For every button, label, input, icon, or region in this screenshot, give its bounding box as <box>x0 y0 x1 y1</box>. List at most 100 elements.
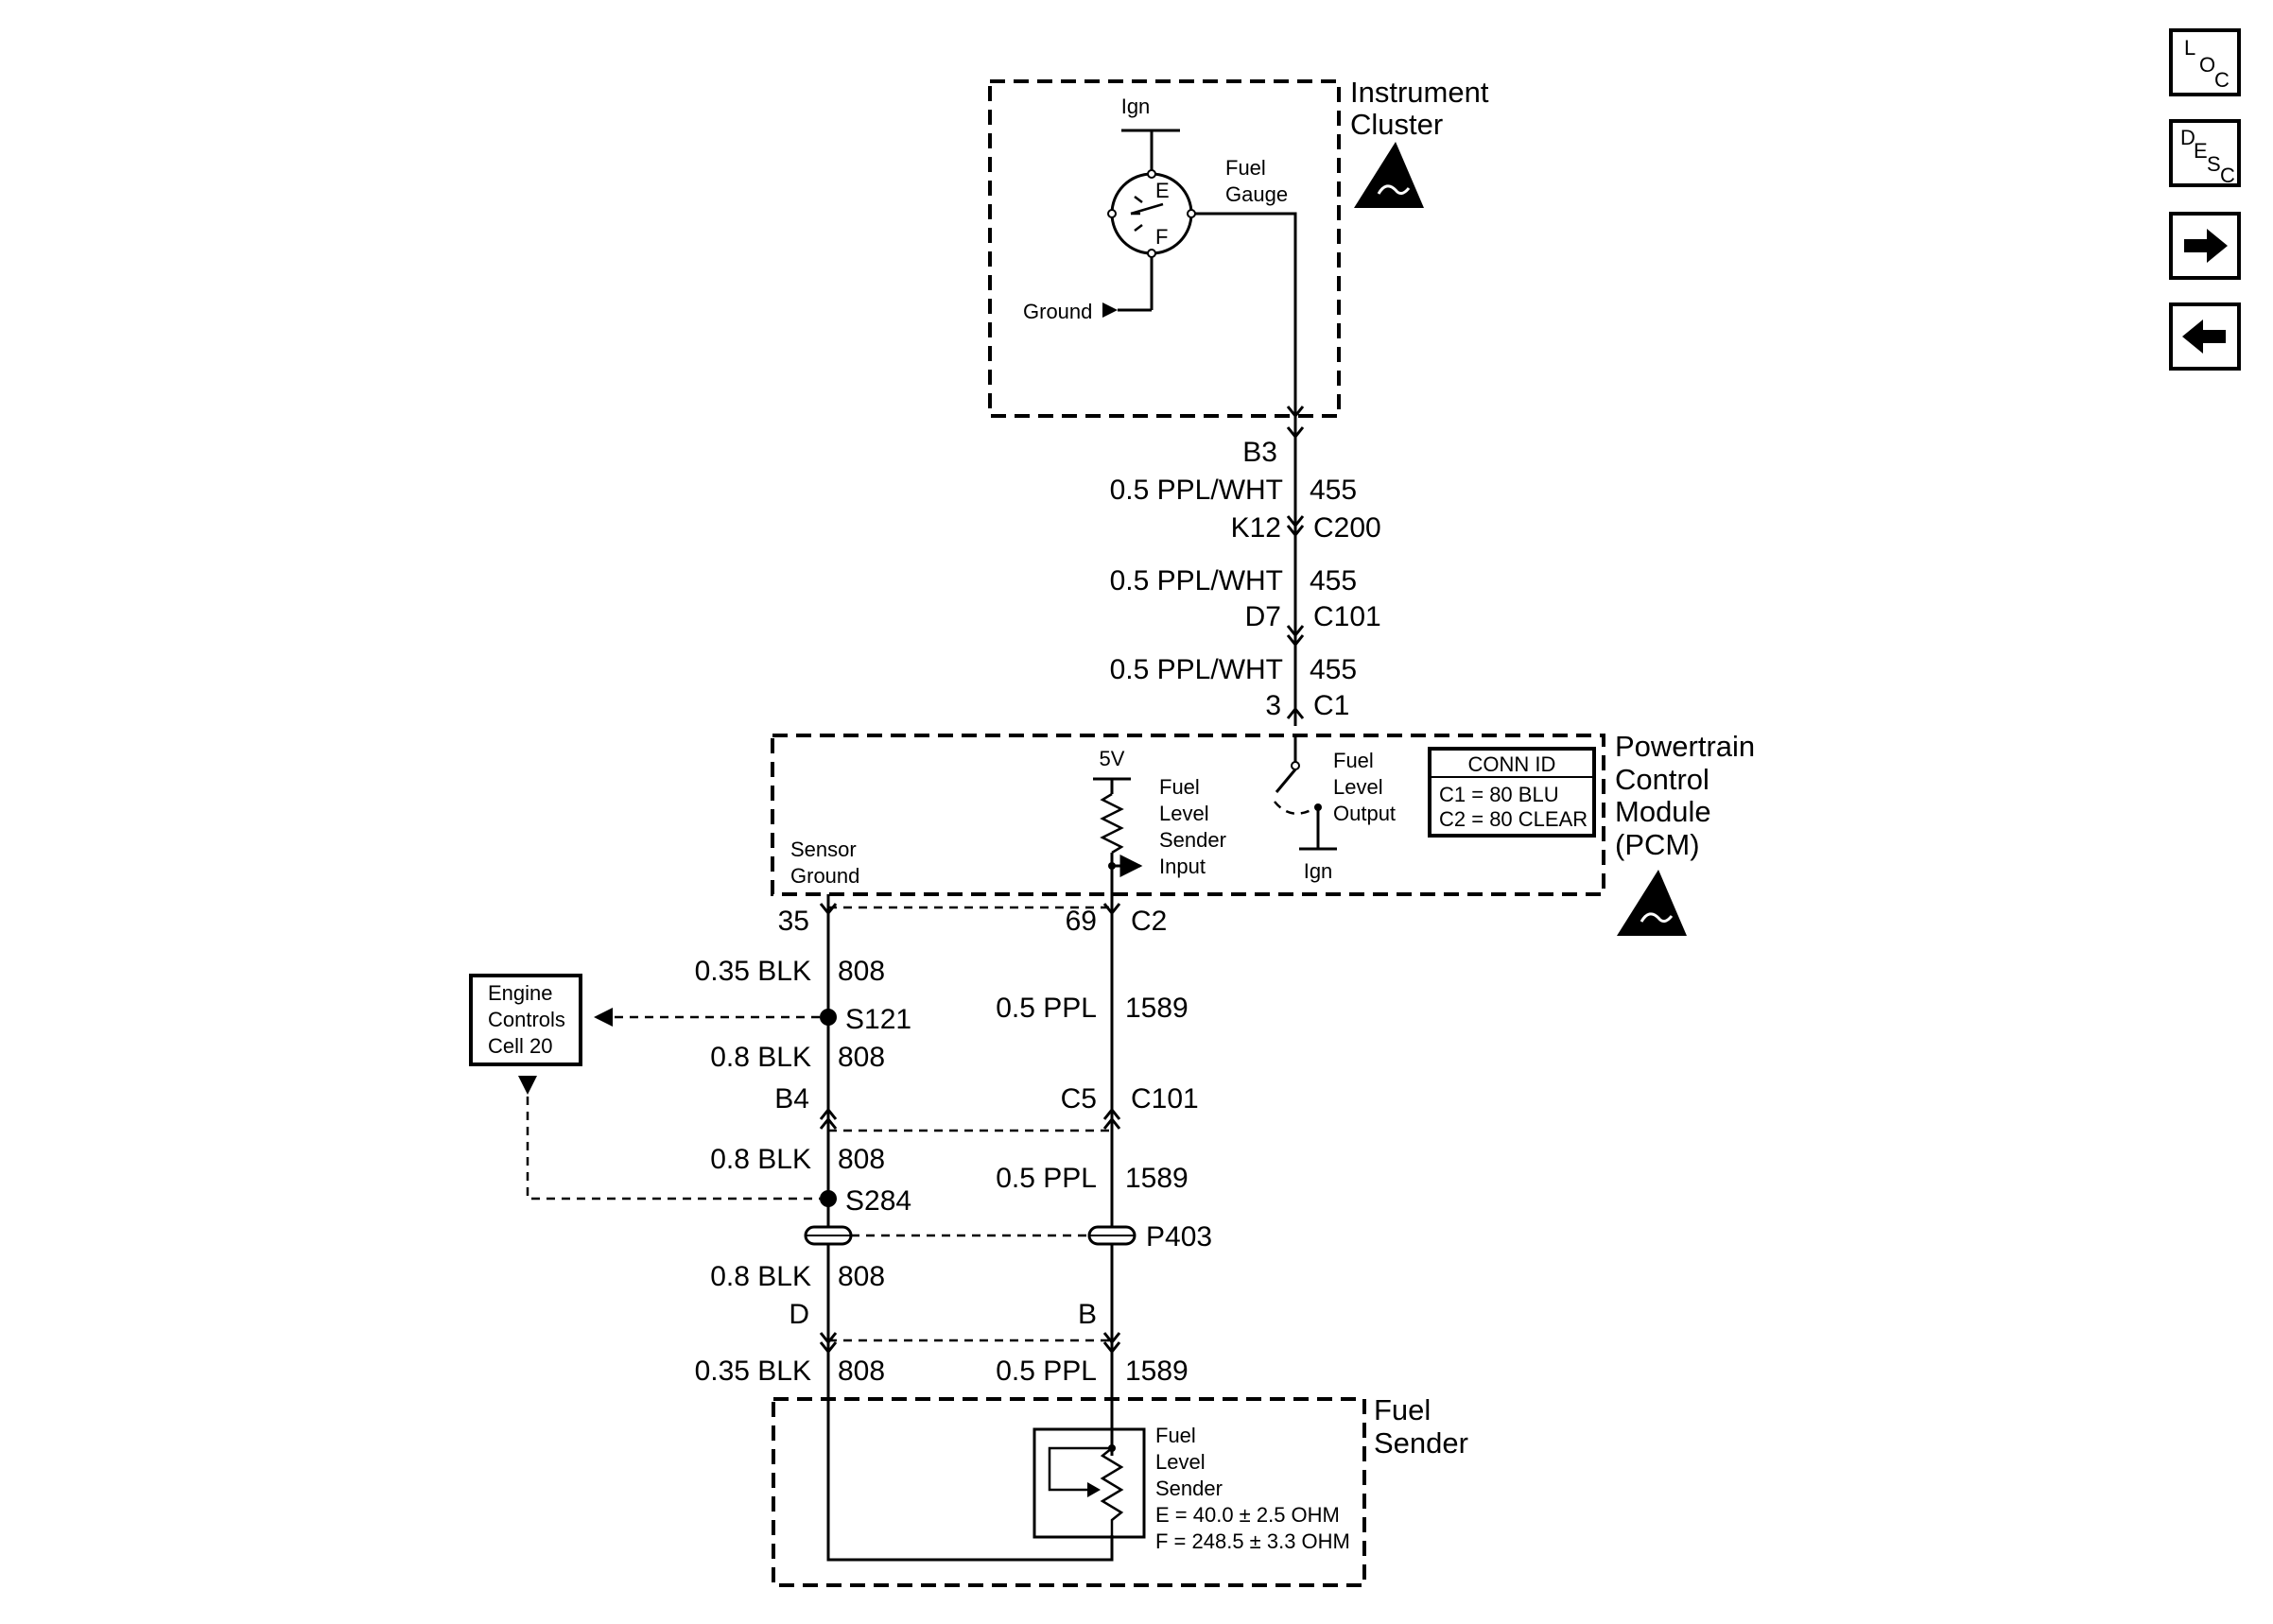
pcm-title-3: Module <box>1615 795 1711 828</box>
fuel-sender-title-1: Fuel <box>1374 1393 1431 1426</box>
circuit-number-1589-seg3: 1589 <box>1125 1356 1189 1387</box>
engine-controls-label-2: Controls <box>488 1008 565 1031</box>
conn-id-c2: C2 = 80 CLEAR <box>1439 807 1588 831</box>
splice-s121 <box>820 1009 837 1026</box>
sensor-ground-label-1: Sensor <box>790 838 857 861</box>
pin-69: 69 <box>1066 906 1097 937</box>
gauge-f-label: F <box>1155 225 1168 249</box>
desc-letter-s: S <box>2207 152 2221 176</box>
pin-c5: C5 <box>1061 1083 1097 1114</box>
right-arrow-icon <box>2184 229 2228 263</box>
fuel-sender: Fuel Sender Fuel Level Sender E = 40.0 ±… <box>772 1393 1468 1587</box>
fuel-sender-title-2: Sender <box>1374 1426 1468 1460</box>
fuel-level-output-label-1: Fuel <box>1333 749 1374 772</box>
next-button[interactable] <box>2169 212 2241 280</box>
loc-letter-l: L <box>2184 36 2195 60</box>
desc-letter-d: D <box>2180 126 2195 149</box>
pin-b: B <box>1078 1299 1097 1330</box>
fuel-gauge-label-2: Gauge <box>1225 182 1288 206</box>
fuel-level-sender-label-1: Fuel <box>1155 1424 1196 1447</box>
circuit-number-455-seg1: 455 <box>1310 475 1357 506</box>
connector-p403: P403 <box>1146 1221 1212 1253</box>
fuel-gauge-icon: E F <box>1107 169 1196 258</box>
pin-35: 35 <box>778 906 809 937</box>
fuel-level-sender-input-label-1: Fuel <box>1159 775 1200 799</box>
wire-label-1589-seg2: 0.5 PPL <box>996 1163 1097 1194</box>
wire-label-1589-seg3: 0.5 PPL <box>996 1356 1097 1387</box>
instrument-cluster-title-1: Instrument <box>1350 76 1489 109</box>
circuit-455: B3 0.5 PPL/WHT 455 K12 C200 0.5 PPL/WHT … <box>1110 406 1381 726</box>
pcm-title-4: (PCM) <box>1615 828 1700 861</box>
wire-label-455-seg3: 0.5 PPL/WHT <box>1110 654 1283 685</box>
pin-k12: K12 <box>1231 512 1281 544</box>
circuit-808: 35 0.35 BLK 808 S121 0.8 BLK 808 B4 0.8 … <box>695 894 911 1560</box>
circuit-number-455-seg2: 455 <box>1310 565 1357 596</box>
gauge-e-label: E <box>1155 179 1170 202</box>
fuel-level-sender-label-2: Level <box>1155 1450 1206 1474</box>
fuel-level-sender-input-label-4: Input <box>1159 855 1206 878</box>
esd-warning-icon <box>1617 870 1687 936</box>
splice-s284-label: S284 <box>845 1185 911 1217</box>
pin-3: 3 <box>1265 690 1281 721</box>
circuit-number-808-seg1: 808 <box>838 956 885 987</box>
wiper-arrow-icon <box>1087 1482 1101 1497</box>
circuit-number-808-seg4: 808 <box>838 1261 885 1292</box>
loc-letter-o: O <box>2199 53 2215 77</box>
wire-label-808-seg4: 0.8 BLK <box>710 1261 811 1292</box>
fuel-level-sender-label-3: Sender <box>1155 1477 1223 1500</box>
pin-d7: D7 <box>1245 601 1281 632</box>
pullup-resistor-icon <box>1100 792 1124 855</box>
instrument-cluster-title-2: Cluster <box>1350 108 1443 141</box>
pin-b3: B3 <box>1242 437 1277 468</box>
esd-warning-icon <box>1354 142 1424 208</box>
engine-controls-label-3: Cell 20 <box>488 1034 552 1058</box>
splice-s284 <box>820 1190 837 1207</box>
5v-label: 5V <box>1100 747 1125 770</box>
circuit-number-1589-seg1: 1589 <box>1125 993 1189 1024</box>
wire-label-455-seg2: 0.5 PPL/WHT <box>1110 565 1283 596</box>
sender-e-resistance: E = 40.0 ± 2.5 OHM <box>1155 1503 1340 1527</box>
fuel-level-sender-input-label-3: Sender <box>1159 828 1226 852</box>
circuit-number-808-seg5: 808 <box>838 1356 885 1387</box>
prev-button[interactable] <box>2169 302 2241 371</box>
pcm-ign-label: Ign <box>1304 859 1333 883</box>
engine-controls-reference[interactable]: Engine Controls Cell 20 <box>469 974 582 1066</box>
pcm-title-1: Powertrain <box>1615 730 1755 763</box>
desc-letter-e: E <box>2194 139 2208 163</box>
splice-s121-label: S121 <box>845 1004 911 1035</box>
pass-through-connector-right <box>1087 1225 1136 1246</box>
wire-label-808-seg3: 0.8 BLK <box>710 1144 811 1175</box>
conn-id-table: CONN ID C1 = 80 BLU C2 = 80 CLEAR <box>1428 747 1596 838</box>
wire-label-455-seg1: 0.5 PPL/WHT <box>1110 475 1283 506</box>
pass-through-connector-left <box>804 1225 853 1246</box>
arrow-down-icon <box>518 1076 537 1095</box>
wire-label-808-seg1: 0.35 BLK <box>695 956 811 987</box>
fuel-level-output-label-2: Level <box>1333 775 1383 799</box>
circuit-1589: 69 C2 0.5 PPL 1589 C5 C101 0.5 PPL 1589 … <box>996 894 1212 1456</box>
connector-c1: C1 <box>1313 690 1349 721</box>
pcm-module: Powertrain Control Module (PCM) Ign Fuel… <box>771 730 1755 936</box>
connector-c2: C2 <box>1131 906 1167 937</box>
connector-c200: C200 <box>1313 512 1381 544</box>
pin-d: D <box>789 1299 809 1330</box>
fuel-level-sender-input-label-2: Level <box>1159 802 1209 825</box>
pin-b4: B4 <box>774 1083 809 1114</box>
conn-id-title: CONN ID <box>1468 752 1556 776</box>
wire-label-1589-seg1: 0.5 PPL <box>996 993 1097 1024</box>
sender-resistor-icon <box>1100 1447 1124 1535</box>
connector-c101-upper: C101 <box>1313 601 1381 632</box>
conn-id-c1: C1 = 80 BLU <box>1439 783 1559 806</box>
circuit-number-808-seg3: 808 <box>838 1144 885 1175</box>
desc-button[interactable]: D E S C <box>2169 119 2241 187</box>
engine-controls-label-1: Engine <box>488 981 553 1005</box>
sender-f-resistance: F = 248.5 ± 3.3 OHM <box>1155 1529 1350 1553</box>
loc-button[interactable]: L O C <box>2169 28 2241 96</box>
fuel-gauge-label-1: Fuel <box>1225 156 1266 180</box>
desc-letter-c: C <box>2220 164 2235 187</box>
arrow-left-icon <box>594 1008 613 1027</box>
ground-arrow-icon <box>1102 302 1118 318</box>
fuel-level-output-label-3: Output <box>1333 802 1396 825</box>
connector-c101-lower: C101 <box>1131 1083 1199 1114</box>
circuit-number-455-seg3: 455 <box>1310 654 1357 685</box>
